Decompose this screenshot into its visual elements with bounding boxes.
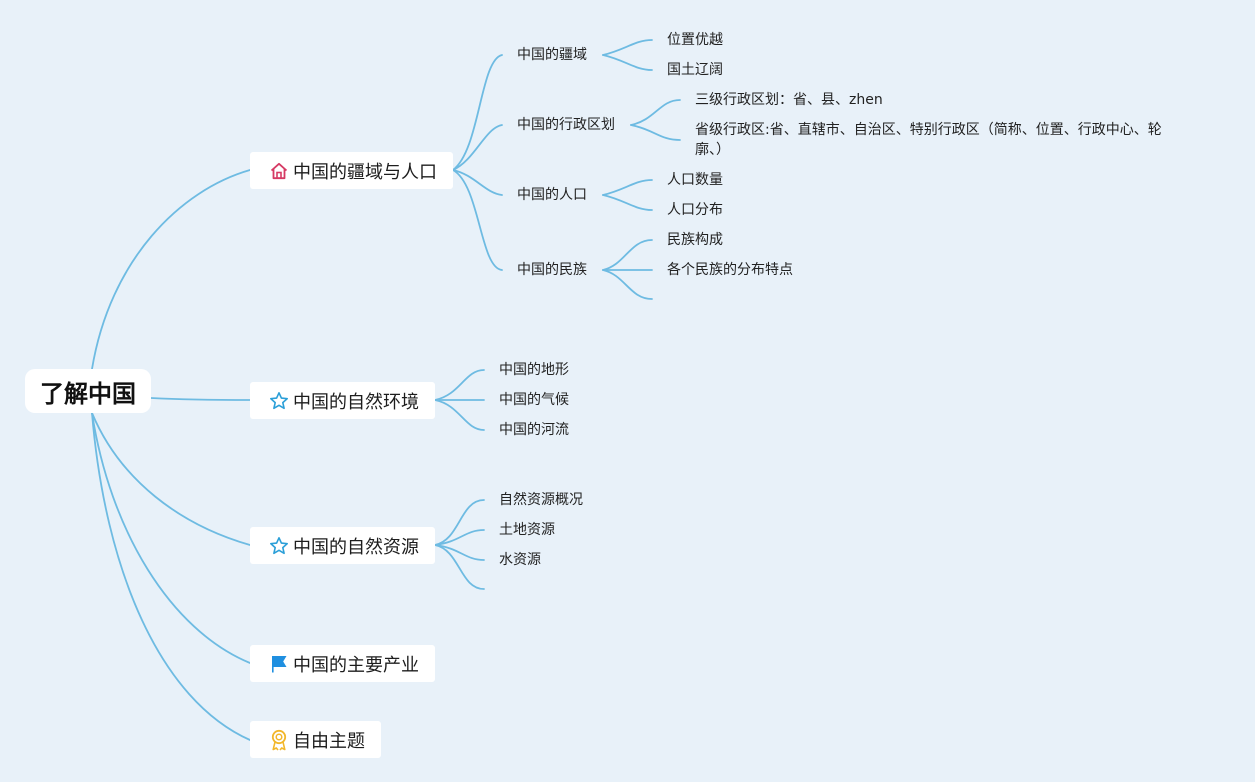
branch-label: 中国的自然资源 xyxy=(293,536,419,558)
root-topic[interactable]: 了解中国 xyxy=(25,369,151,413)
connector xyxy=(452,54,503,171)
home-icon xyxy=(268,160,290,182)
star-icon xyxy=(268,390,290,412)
connector xyxy=(602,179,653,196)
connector xyxy=(452,169,503,271)
leaf-topic[interactable]: 自然资源概况 xyxy=(499,492,583,508)
connector xyxy=(434,544,485,590)
branch-label: 中国的疆域与人口 xyxy=(293,161,437,183)
connector xyxy=(434,369,485,401)
connector xyxy=(630,124,681,141)
connector xyxy=(602,194,653,211)
connector xyxy=(602,54,653,71)
leaf-topic[interactable]: 水资源 xyxy=(499,552,541,568)
branch-main-industries[interactable]: 中国的主要产业 xyxy=(250,645,435,682)
flag-icon xyxy=(268,653,290,675)
connector xyxy=(452,124,503,171)
leaf-topic[interactable]: 民族构成 xyxy=(667,232,723,248)
connector xyxy=(150,397,251,401)
connector xyxy=(91,412,251,741)
connector xyxy=(91,169,251,370)
subtopic-administrative-division[interactable]: 中国的行政区划 xyxy=(517,117,615,133)
branch-natural-resources[interactable]: 中国的自然资源 xyxy=(250,527,435,564)
award-ribbon-icon xyxy=(268,729,290,751)
leaf-topic[interactable]: 人口分布 xyxy=(667,202,723,218)
connector xyxy=(434,399,485,431)
branch-natural-environment[interactable]: 中国的自然环境 xyxy=(250,382,435,419)
connector xyxy=(602,269,653,300)
leaf-topic[interactable]: 位置优越 xyxy=(667,32,723,48)
connector xyxy=(434,499,485,546)
leaf-topic[interactable]: 国土辽阔 xyxy=(667,62,723,78)
subtopic-population[interactable]: 中国的人口 xyxy=(517,187,587,203)
leaf-topic[interactable]: 中国的地形 xyxy=(499,362,569,378)
leaf-topic[interactable]: 各个民族的分布特点 xyxy=(667,262,793,278)
leaf-topic[interactable]: 省级行政区:省、直辖市、自治区、特别行政区（简称、位置、行政中心、轮廓、） xyxy=(695,122,1162,158)
leaf-topic[interactable]: 中国的气候 xyxy=(499,392,569,408)
leaf-topic[interactable]: 土地资源 xyxy=(499,522,555,538)
branch-label: 自由主题 xyxy=(293,730,365,752)
connector xyxy=(630,99,681,126)
subtopic-territory[interactable]: 中国的疆域 xyxy=(517,47,587,63)
branch-free-topic[interactable]: 自由主题 xyxy=(250,721,381,758)
leaf-topic[interactable]: 中国的河流 xyxy=(499,422,569,438)
connector xyxy=(602,39,653,56)
branch-label: 中国的自然环境 xyxy=(293,391,419,413)
connector xyxy=(602,239,653,271)
leaf-topic[interactable]: 人口数量 xyxy=(667,172,723,188)
subtopic-ethnic-groups[interactable]: 中国的民族 xyxy=(517,262,587,278)
connector xyxy=(91,412,251,546)
connector xyxy=(91,412,251,664)
leaf-topic[interactable]: 三级行政区划：省、县、zhen xyxy=(695,92,883,108)
branch-label: 中国的主要产业 xyxy=(293,654,419,676)
star-icon xyxy=(268,535,290,557)
branch-territory-population[interactable]: 中国的疆域与人口 xyxy=(250,152,453,189)
connector xyxy=(452,169,503,196)
connector xyxy=(434,529,485,546)
